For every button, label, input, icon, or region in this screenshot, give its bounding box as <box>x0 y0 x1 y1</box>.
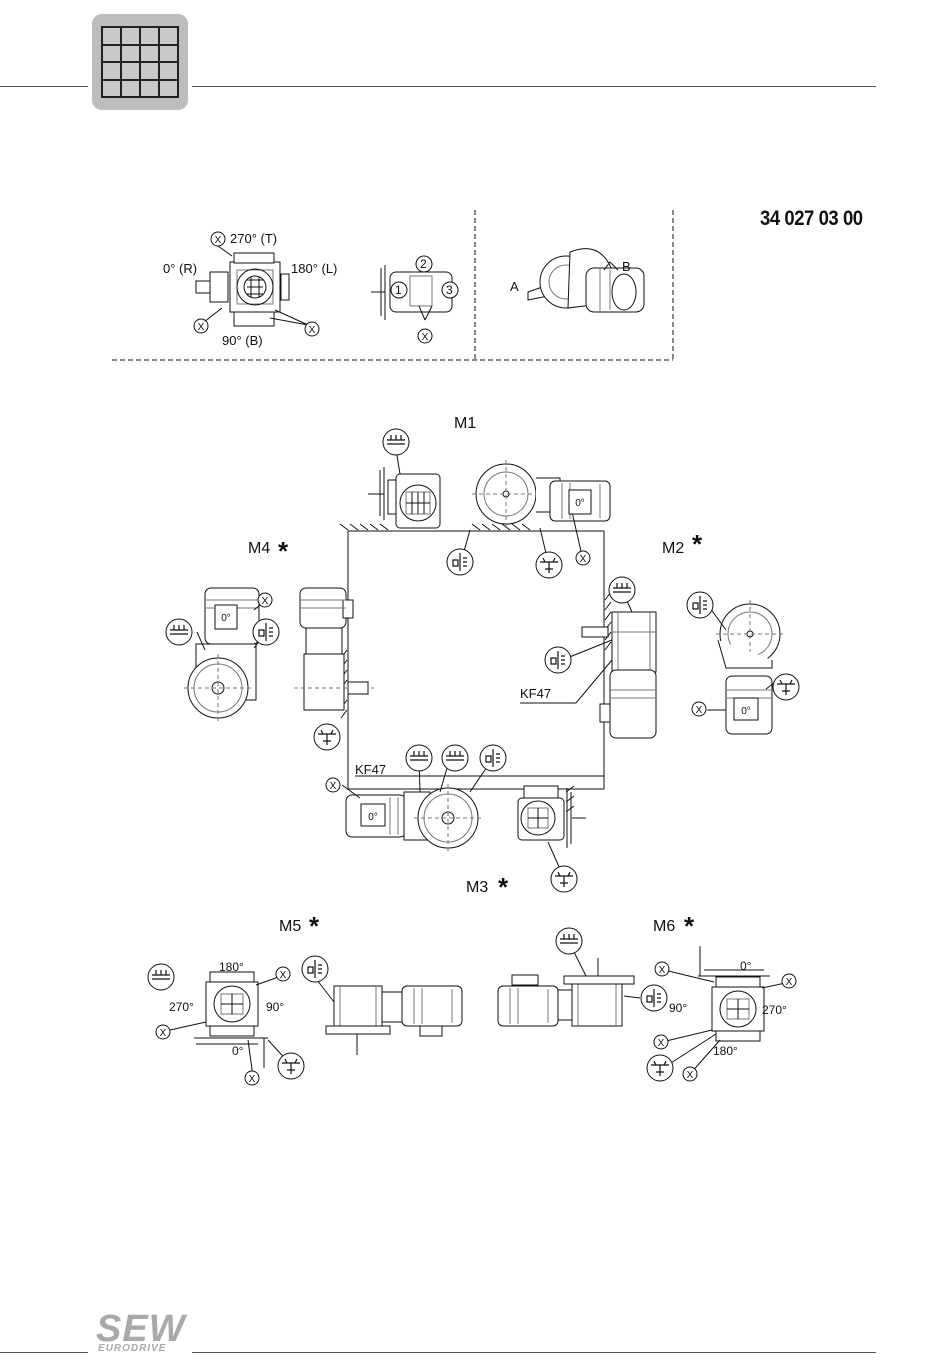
svg-text:X: X <box>786 977 793 988</box>
svg-text:X: X <box>580 554 587 565</box>
m5-side-view <box>326 986 462 1055</box>
m6-angle-0: 0° <box>740 959 752 973</box>
footer-rule-right <box>192 1352 876 1353</box>
m2-star: * <box>692 529 703 559</box>
position-m4: M4 <box>248 540 270 557</box>
position-m6: M6 <box>653 918 675 935</box>
m5-star: * <box>309 911 320 941</box>
position-m1: M1 <box>454 415 476 432</box>
m6-angle-90: 90° <box>669 1001 687 1015</box>
legend-angle-180: 180° (L) <box>291 261 337 276</box>
m3-star: * <box>498 872 509 902</box>
position-m5: M5 <box>279 918 301 935</box>
gear-type-label-right: KF47 <box>520 686 551 701</box>
svg-text:0°: 0° <box>221 613 231 624</box>
svg-text:X: X <box>658 1038 665 1049</box>
legend-side-a: A <box>510 279 519 294</box>
legend-angle-0: 0° (R) <box>163 261 197 276</box>
svg-text:X: X <box>198 322 205 333</box>
m4-star: * <box>278 536 289 566</box>
m6-angle-180: 180° <box>713 1044 738 1058</box>
sew-eurodrive-logo: SEW EURODRIVE <box>96 1310 186 1354</box>
m5-angle-270: 270° <box>169 1000 194 1014</box>
legend-angle-270: 270° (T) <box>230 231 277 246</box>
svg-text:0°: 0° <box>741 706 751 717</box>
legend-face-2: 2 <box>420 257 427 271</box>
m5-angle-90: 90° <box>266 1000 284 1014</box>
svg-text:X: X <box>262 596 269 607</box>
svg-text:0°: 0° <box>575 498 585 509</box>
m6-side-view <box>498 958 634 1026</box>
legend-side-b: B <box>622 259 631 274</box>
m1-helical-worm-unit <box>368 467 440 528</box>
m6-angle-270: 270° <box>762 1003 787 1017</box>
svg-text:X: X <box>422 332 429 343</box>
svg-text:X: X <box>280 970 287 981</box>
legend-angle-view <box>196 246 308 326</box>
legend-face-3: 3 <box>446 283 453 297</box>
legend-angle-90: 90° (B) <box>222 333 263 348</box>
position-m3: M3 <box>466 879 488 896</box>
svg-text:0°: 0° <box>368 812 378 823</box>
svg-text:X: X <box>249 1074 256 1085</box>
footer-rule-left <box>0 1352 88 1353</box>
svg-text:X: X <box>659 965 666 976</box>
svg-text:X: X <box>696 705 703 716</box>
m6-star: * <box>684 911 695 941</box>
svg-text:X: X <box>330 781 337 792</box>
svg-text:X: X <box>215 235 222 246</box>
legend-face-1: 1 <box>395 283 402 297</box>
gear-type-label-bottom: KF47 <box>355 762 386 777</box>
position-m2: M2 <box>662 540 684 557</box>
svg-text:X: X <box>687 1070 694 1081</box>
m5-end-view <box>194 972 268 1068</box>
legend-face-view <box>371 265 452 320</box>
svg-text:X: X <box>160 1028 167 1039</box>
m6-end-view <box>698 946 770 1041</box>
m5-angle-0: 0° <box>232 1044 244 1058</box>
svg-text:X: X <box>309 325 316 336</box>
m5-angle-180: 180° <box>219 960 244 974</box>
m3-helical-worm-unit <box>518 786 586 848</box>
